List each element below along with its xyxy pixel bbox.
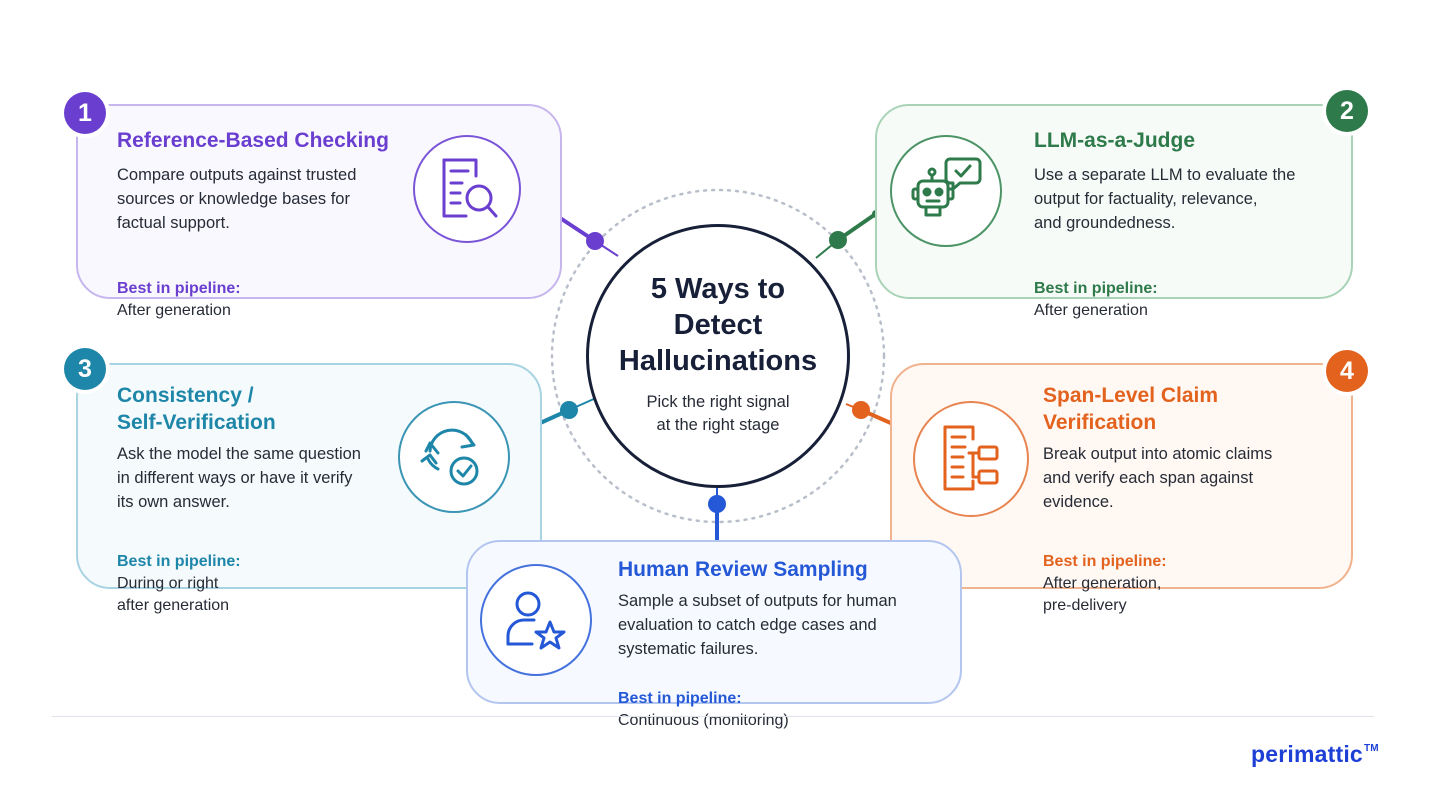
method-description: Compare outputs against trusted sources …	[117, 166, 357, 232]
step-number-badge-2: 2	[1326, 90, 1368, 132]
diagram-title: 5 Ways to Detect Hallucinations	[618, 273, 818, 377]
diagram-subtitle: Pick the right signal at the right stage	[646, 393, 790, 434]
pipeline-label: Best in pipeline:	[1034, 280, 1158, 297]
pipeline-info: Best in pipeline: After generation	[1034, 256, 1158, 322]
person-star-icon	[506, 591, 566, 650]
icon-circle-2	[890, 135, 1002, 247]
method-description: Use a separate LLM to evaluate the outpu…	[1034, 166, 1296, 232]
connector-5	[708, 488, 726, 542]
robot-check-icon	[911, 157, 982, 217]
pipeline-info: Best in pipeline: After generation	[117, 256, 241, 322]
icon-circle-3	[398, 401, 510, 513]
dotted-ring	[550, 188, 886, 524]
method-title: Human Review Sampling	[618, 558, 868, 581]
center-hub: 5 Ways to Detect Hallucinations Pick the…	[586, 224, 850, 488]
pipeline-value: After generation	[1034, 302, 1148, 319]
pipeline-value: During or right after generation	[117, 575, 230, 614]
icon-circle-1	[413, 135, 521, 243]
brand-name: perimattic	[1251, 741, 1363, 767]
step-number-badge-3: 3	[64, 348, 106, 390]
footer-divider	[52, 716, 1374, 717]
pipeline-info: Best in pipeline: Continuous (monitoring…	[618, 666, 789, 732]
pipeline-value: After generation	[117, 302, 231, 319]
refresh-check-icon	[420, 428, 479, 486]
pipeline-value: Continuous (monitoring)	[618, 712, 789, 729]
pipeline-label: Best in pipeline:	[1043, 553, 1167, 570]
pipeline-info: Best in pipeline: During or right after …	[117, 529, 377, 617]
method-title: Consistency / Self-Verification	[117, 384, 276, 434]
method-description: Ask the model the same question in diffe…	[117, 445, 361, 511]
brand-logo: perimatticTM	[1251, 741, 1379, 768]
method-title: LLM-as-a-Judge	[1034, 129, 1196, 152]
claim-list-icon	[943, 425, 999, 491]
connector-2	[815, 210, 880, 259]
step-number-badge-1: 1	[64, 92, 106, 134]
pipeline-label: Best in pipeline:	[117, 553, 241, 570]
pipeline-value: After generation, pre-delivery	[1043, 575, 1162, 614]
document-search-icon	[442, 158, 498, 218]
method-description: Break output into atomic claims and veri…	[1043, 445, 1273, 511]
pipeline-info: Best in pipeline: After generation, pre-…	[1043, 529, 1313, 617]
method-title: Span-Level Claim Verification	[1043, 384, 1219, 434]
icon-circle-4	[913, 401, 1029, 517]
pipeline-label: Best in pipeline:	[618, 690, 742, 707]
step-number-badge-4: 4	[1326, 350, 1368, 392]
method-title: Reference-Based Checking	[117, 129, 389, 152]
pipeline-label: Best in pipeline:	[117, 280, 241, 297]
brand-trademark: TM	[1363, 743, 1379, 754]
method-description: Sample a subset of outputs for human eva…	[618, 592, 897, 658]
icon-circle-5	[480, 564, 592, 676]
